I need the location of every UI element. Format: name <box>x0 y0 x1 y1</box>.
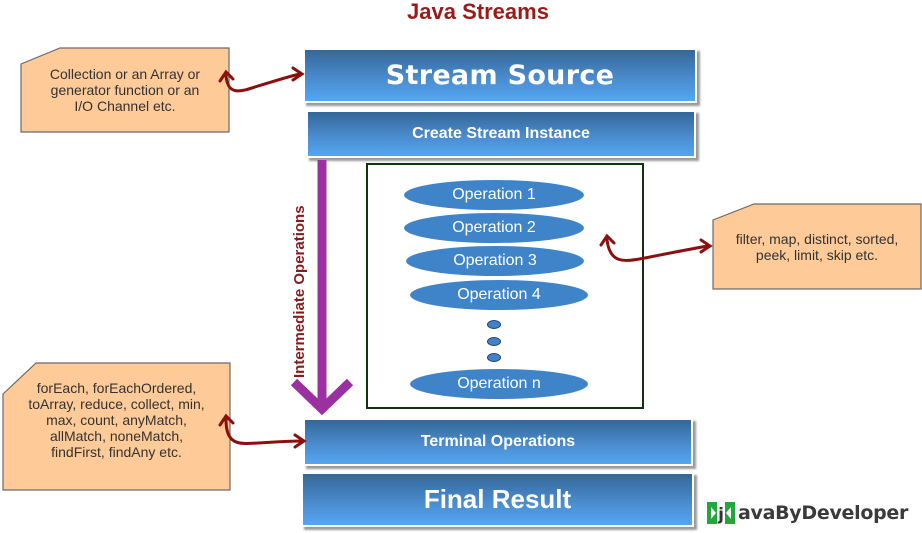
source-link-arrow-icon <box>218 66 305 93</box>
logo-text: avaByDeveloper <box>738 502 909 524</box>
terminal-link-arrow-icon <box>218 413 307 449</box>
javabydeveloper-logo: j avaByDeveloper <box>706 499 908 527</box>
intermediate-note-text: filter, map, distinct, sorted, peek, lim… <box>735 230 899 263</box>
create-stream-instance-stage: Create Stream Instance <box>306 110 696 158</box>
terminal-note: forEach, forEachOrdered, toArray, reduce… <box>2 362 231 491</box>
operation-ellipse: Operation n <box>410 369 588 399</box>
logo-mark-icon: j <box>707 502 735 525</box>
operation-ellipse: Operation 4 <box>410 280 588 310</box>
stream-source-stage: Stream Source <box>303 48 697 103</box>
note-shape <box>712 203 922 290</box>
source-note: Collection or an Array or generator func… <box>20 47 230 133</box>
ellipsis-dot <box>487 337 501 346</box>
operations-box: Operation 1 Operation 2 Operation 3 Oper… <box>366 163 644 409</box>
logo-mark-letter: j <box>717 505 724 525</box>
source-note-text: Collection or an Array or generator func… <box>49 66 201 114</box>
ellipsis-dot <box>487 353 501 362</box>
terminal-note-text: forEach, forEachOrdered, toArray, reduce… <box>28 379 205 460</box>
operation-ellipse: Operation 2 <box>404 213 584 243</box>
terminal-operations-stage: Terminal Operations <box>303 418 693 466</box>
operation-ellipse: Operation 3 <box>406 246 584 276</box>
ellipsis-dot <box>487 320 501 329</box>
diagram-title: Java Streams <box>407 0 549 24</box>
operation-ellipse: Operation 1 <box>404 180 584 210</box>
intermediate-operations-label: Intermediate Operations <box>291 205 308 378</box>
intermediate-note: filter, map, distinct, sorted, peek, lim… <box>712 203 922 290</box>
final-result-stage: Final Result <box>301 472 694 527</box>
